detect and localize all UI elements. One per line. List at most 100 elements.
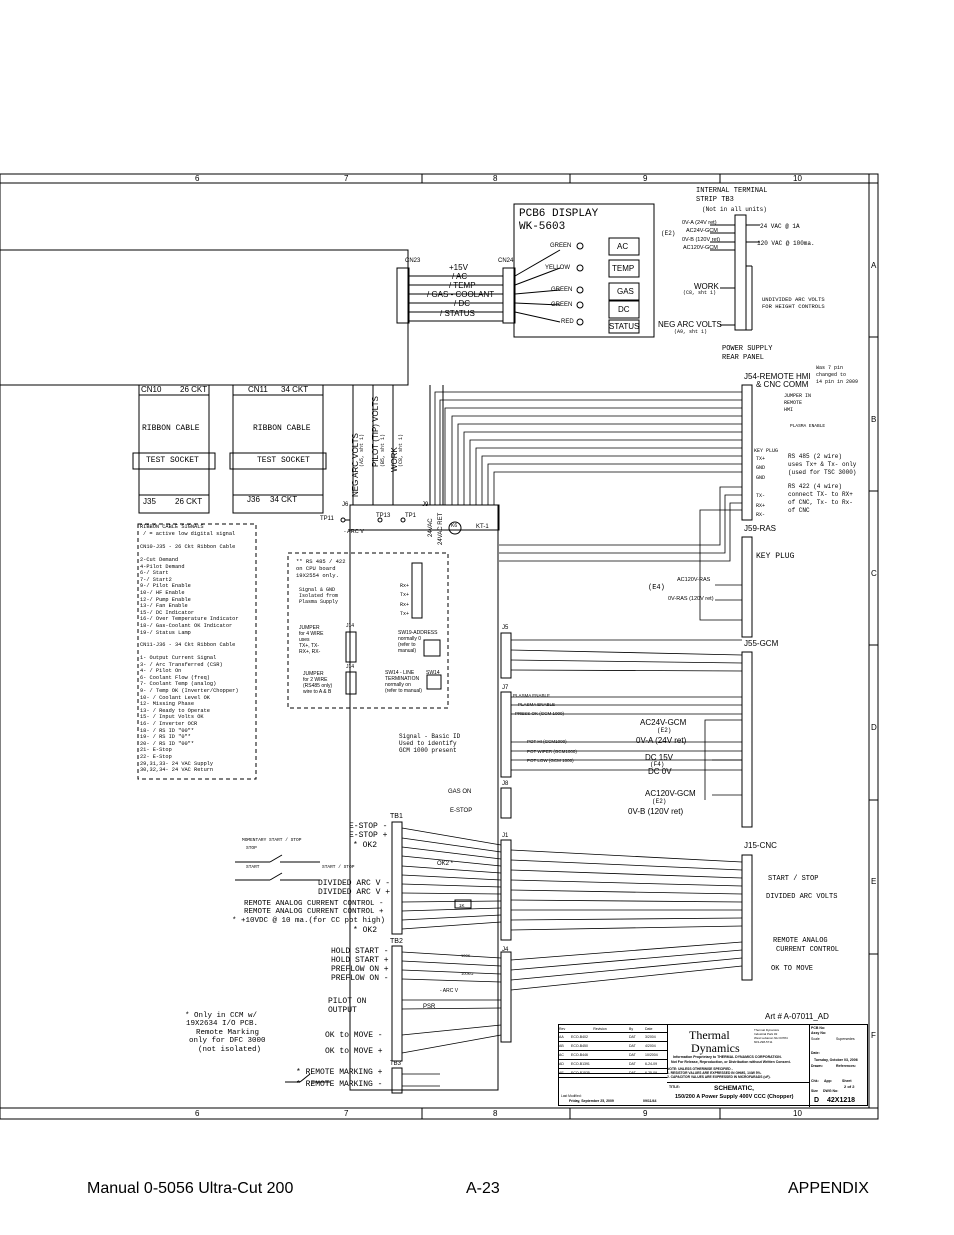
divided-plus: DIVIDED ARC V + [318,888,391,897]
j1-label: J1 [502,833,509,839]
row-label: D [871,723,877,732]
row-label: C [871,569,877,578]
ribbon-signal-line: 3- / Arc Transferred (CSR) [140,661,223,668]
j35-ckt: 26 CKT [175,497,203,506]
rev-header: Rev [559,1026,566,1031]
e2-label: (E2) [657,727,672,734]
title-label: TITLE: [669,1085,680,1089]
row-label: A [871,261,877,270]
rev-header: Revision [593,1026,607,1031]
tp11-label: TP11 [320,516,334,522]
pcb6-title: PCB6 DISPLAY [519,208,599,220]
supersedes-label: Supersedes [836,1037,855,1041]
ribbon-signal-line: 15- / Input Volts OK [140,714,204,721]
footer-manual: Manual 0-5056 Ultra-Cut 200 [87,1180,294,1197]
remote-analog-label: REMOTE ANALOG [773,937,828,945]
revision-cell: DAT [629,1035,636,1039]
cn11-title: CN11-J36 - 34 Ckt Ribbon Cable [140,642,236,648]
remote-marking-minus: * REMOTE MARKING - [296,1080,383,1089]
pot-wiper-label: POT WIPER (GCM1000) [527,749,577,754]
jumper4-note: TX+, TX- [299,643,320,649]
revision-cell: DAT [629,1053,636,1057]
ribbon-signal-line: 21- E-Stop [140,747,172,754]
assy-no: Assy No: [811,1031,827,1035]
ribbon-signal-line: 30,32,34- 24 VAC Return [140,767,214,774]
cn24-label: CN24 [498,258,514,264]
jumper2-note: (RS485 only) [303,683,333,689]
j54-note: changed to [816,372,847,378]
rx-tx-label: Rx+ [400,602,410,608]
company-address: Thermal Dynamics [754,1028,780,1032]
r100k-label: 100KΩ [461,971,474,976]
column-label: 10 [793,1109,802,1118]
rs422-note: of CNC [788,507,810,514]
start-stop-label: START / STOP [322,865,355,870]
tb2-title: TB2 [390,938,403,945]
j36-ckt: 34 CKT [270,495,298,504]
ribbon-signal-line: 12- Missing Phase [140,701,195,708]
work-ref: (C8, sht 1) [398,433,404,467]
column-label: 10 [793,174,802,183]
revision-cell: ECO-B446 [571,1053,588,1057]
revision-cell: DAT [629,1044,636,1048]
sw14-note: normally on [385,682,411,688]
indicator-ac: AC [617,242,629,251]
footer-section: APPENDIX [788,1180,869,1197]
chk-label: Chk: [811,1079,819,1083]
file-value: 09/11/44 [643,1099,657,1103]
ribbon-cable-label: RIBBON CABLE [142,424,200,433]
led-label: GREEN [551,287,573,293]
tb3-label: TB3 [390,1061,402,1067]
sheet-label: Sheet [842,1079,852,1083]
arc-v-label: - ARC V [440,988,459,994]
ok2-label: * OK2 [353,841,378,850]
revision-cell: AB [559,1044,564,1048]
column-label: 6 [195,174,200,183]
j54-pin: RX- [756,512,766,518]
sw19-note: (refer to [398,642,416,648]
rs485-note: (used for TSC 3000) [788,469,857,476]
work-label: WORK [694,282,719,291]
company-name: Thermal [689,1028,730,1042]
ov-ras-label: 0V-RAS (120V ret) [668,596,714,602]
ribbon-signal-line: 6- Coolant Flow (freq) [140,674,210,681]
j15-title: J15-CNC [744,841,777,850]
e2-label: (E2) [652,798,667,805]
key-plug-label: KEY PLUG [754,448,779,454]
dc15-label: DC 15V [645,753,674,762]
pcb6-part: WK-5603 [519,221,566,233]
rx-tx-label: Rx+ [400,583,410,589]
size-label: Size [811,1089,819,1093]
jumper-in-remote: HMI [784,407,794,413]
revision-cell: AC [559,1053,564,1057]
company-address: Industrial Park #2 [754,1032,778,1036]
tp13-label: TP13 [376,513,391,519]
remote-minus: REMOTE ANALOG CURRENT CONTROL - [244,900,384,908]
sw14-note: SW14 - LINE [385,670,415,676]
psr-label: PSR [423,1004,436,1010]
jumper-in-remote: JUMPER IN [784,393,812,399]
cn10-label: CN10 [141,385,162,394]
j35-label: J35 [143,497,156,506]
jumper4-note: RX+, RX- [299,649,321,655]
neg-arc-ref: (A9, sht 1) [674,329,708,335]
j54-title2: & CNC COMM [756,380,809,389]
ribbon-signal-line: 2-Cut Demand [140,557,179,563]
led-label: GREEN [551,302,573,308]
vac24-vertical-label: 24VAC [428,518,434,537]
estop-minus: E-STOP - [349,822,388,831]
cpu-note: 19X2554 only. [296,572,339,579]
ribbon-signal-line: 20- / RS ID "00"* [140,740,195,747]
remote-analog-label: CURRENT CONTROL [776,946,840,954]
ccm-note: only for DFC 3000 [189,1037,266,1045]
ac120-ras-label: AC120V-RAS [677,577,711,583]
ribbon-signal-line: 19-/ Status Lamp [140,629,191,636]
proprietary-note: Information Proprietary to THERMAL DYNAM… [673,1055,782,1059]
rev-header: Date [645,1026,653,1031]
ok-move-minus: OK to MOVE - [325,1031,383,1040]
ribbon-signal-line: 19- / RS ID "0"* [140,734,191,741]
j54-pin: RX+ [756,503,766,509]
notes: 2. CAPACITOR VALUES ARE EXPRESSED IN MIC… [667,1075,771,1079]
sw14-note: TERMINATION [385,676,420,682]
